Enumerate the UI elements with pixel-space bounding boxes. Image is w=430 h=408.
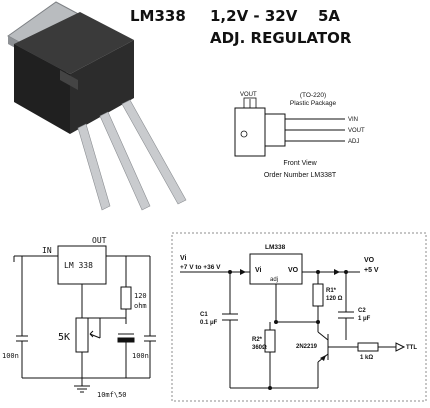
sch2-vi-range: +7 V to +36 V: [180, 264, 221, 271]
sch1-r1-value: 120: [134, 292, 147, 300]
sch2-r2-value: 360Ω: [252, 345, 267, 351]
pkg-vout-top-label: VOUT: [240, 92, 257, 98]
sch2-ttl-label: TTL: [406, 345, 417, 351]
regulator-subtitle: ADJ. REGULATOR: [210, 29, 352, 47]
sch2-c1-label: C1: [200, 312, 208, 318]
sch2-c2-label: C2: [358, 308, 366, 314]
sch2-vo-pin: VO: [288, 267, 299, 274]
package-diagram: VOUT (TO-220) Plastic Package VIN VOUT A…: [234, 92, 365, 179]
schematic-left-labels: IN OUT LM 338 120 ohm 5K 100n 100n 10mf\…: [2, 236, 149, 399]
pkg-order-number: Order Number LM338T: [264, 172, 337, 179]
header: LM338 1,2V - 32V 5A ADJ. REGULATOR: [130, 7, 352, 47]
sch2-chip-label: LM338: [265, 244, 286, 251]
sch2-adj-pin: adj: [270, 277, 278, 283]
sch2-vi-label: Vi: [180, 255, 187, 262]
pkg-name: (TO-220): [300, 92, 326, 99]
to220-photo: [7, 1, 187, 211]
sch2-c2-value: 1 μF: [358, 316, 371, 322]
current-rating: 5A: [318, 7, 340, 25]
sch2-c1-value: 0.1 μF: [200, 320, 218, 326]
sch1-cin-value: 100n: [2, 352, 19, 360]
schematic-right-marks: [228, 269, 406, 390]
sch2-r2-label: R2*: [252, 337, 263, 343]
sch1-chip-label: LM 338: [64, 261, 93, 270]
sch1-cout-value: 100n: [132, 352, 149, 360]
pkg-pin-vout: VOUT: [348, 128, 365, 134]
sch2-r1-label: R1*: [326, 288, 337, 294]
schematic-right-frame: [171, 232, 427, 402]
sch1-celec-value: 10mf\50: [97, 391, 127, 399]
sch1-r1-unit: ohm: [134, 302, 147, 310]
schematic-left: [13, 245, 156, 393]
schematic-right-labels: LM338 Vi +7 V to +36 V Vi adj VO VO +5 V…: [180, 244, 417, 361]
sch2-q-label: 2N2219: [296, 344, 318, 350]
part-number: LM338: [130, 7, 186, 25]
sch2-r1-value: 120 Ω: [326, 296, 343, 302]
sch2-r3-value: 1 kΩ: [360, 355, 373, 361]
sch2-vo-value: +5 V: [364, 267, 379, 274]
sch1-pot-value: 5K: [58, 332, 70, 343]
voltage-range: 1,2V - 32V: [210, 7, 298, 25]
sch1-in-label: IN: [42, 246, 52, 255]
pkg-pin-vin: VIN: [348, 117, 358, 123]
sch1-out-label: OUT: [92, 236, 107, 245]
pkg-pin-adj: ADJ: [348, 139, 359, 145]
sch2-vo-label: VO: [364, 257, 375, 264]
pkg-type: Plastic Package: [290, 100, 337, 107]
sch2-vi-pin: Vi: [255, 267, 262, 274]
pkg-front-view: Front View: [283, 160, 317, 167]
